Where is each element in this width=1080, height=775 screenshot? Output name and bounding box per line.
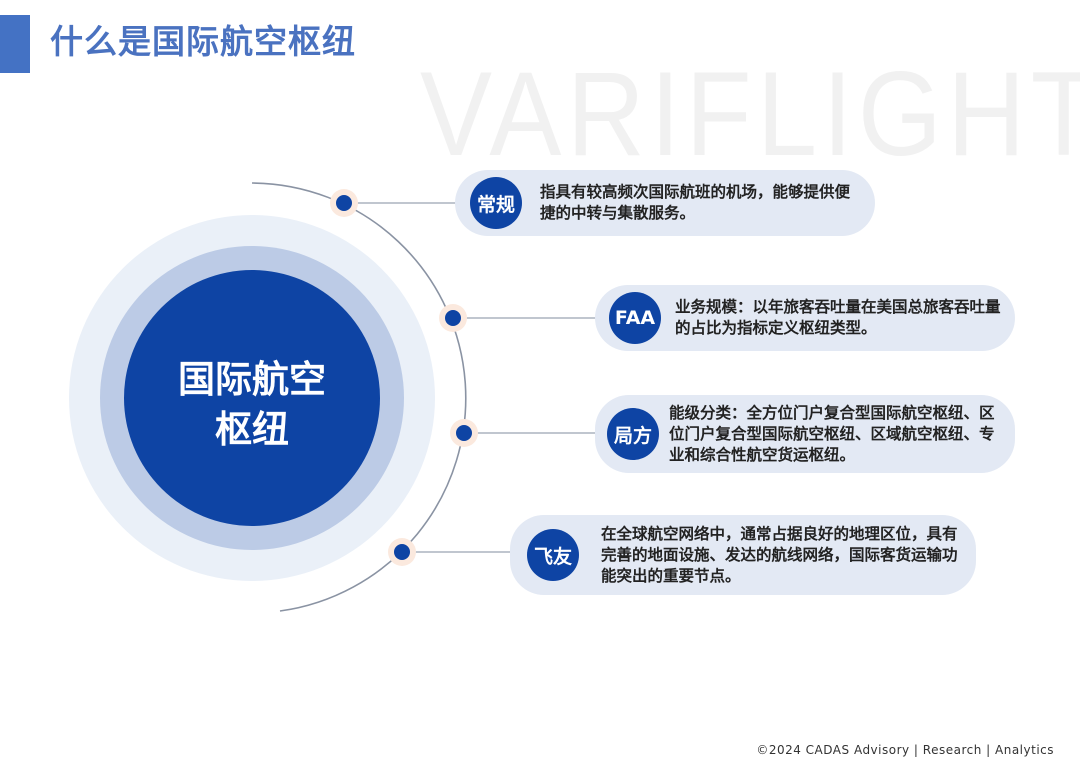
footer-copyright: ©2024 CADAS Advisory | Research | Analyt… bbox=[756, 743, 1054, 757]
center-label-line2: 枢纽 bbox=[215, 408, 289, 451]
badge: FAA bbox=[609, 292, 661, 344]
card-text: 业务规模：以年旅客吞吐量在美国总旅客吞吐量的占比为指标定义枢纽类型。 bbox=[675, 298, 1001, 337]
node-dot bbox=[336, 195, 352, 211]
node-dot bbox=[394, 544, 410, 560]
watermark: VARIFLIGHT bbox=[420, 62, 1080, 166]
badge: 局方 bbox=[607, 408, 659, 460]
definition-card-caac: 局方 能级分类：全方位门户复合型国际航空枢纽、区位门户复合型国际航空枢纽、区域航… bbox=[595, 395, 1015, 473]
title-accent-bar bbox=[0, 15, 30, 73]
badge: 常规 bbox=[470, 177, 522, 229]
card-text: 在全球航空网络中，通常占据良好的地理区位，具有完善的地面设施、发达的航线网络，国… bbox=[601, 524, 958, 585]
badge: 飞友 bbox=[527, 529, 579, 581]
node-dot bbox=[456, 425, 472, 441]
definition-card-variflight: 飞友 在全球航空网络中，通常占据良好的地理区位，具有完善的地面设施、发达的航线网… bbox=[510, 515, 976, 595]
page-title: 什么是国际航空枢纽 bbox=[50, 22, 356, 61]
card-text: 能级分类：全方位门户复合型国际航空枢纽、区位门户复合型国际航空枢纽、区域航空枢纽… bbox=[669, 403, 995, 464]
definition-card-regular: 常规 指具有较高频次国际航班的机场，能够提供便捷的中转与集散服务。 bbox=[455, 170, 875, 236]
center-label-line1: 国际航空 bbox=[178, 358, 326, 401]
center-label: 国际航空 枢纽 bbox=[152, 355, 352, 455]
core-circle bbox=[124, 270, 380, 526]
card-text: 指具有较高频次国际航班的机场，能够提供便捷的中转与集散服务。 bbox=[540, 183, 851, 222]
node-dot bbox=[445, 310, 461, 326]
definition-card-faa: FAA 业务规模：以年旅客吞吐量在美国总旅客吞吐量的占比为指标定义枢纽类型。 bbox=[595, 285, 1015, 351]
